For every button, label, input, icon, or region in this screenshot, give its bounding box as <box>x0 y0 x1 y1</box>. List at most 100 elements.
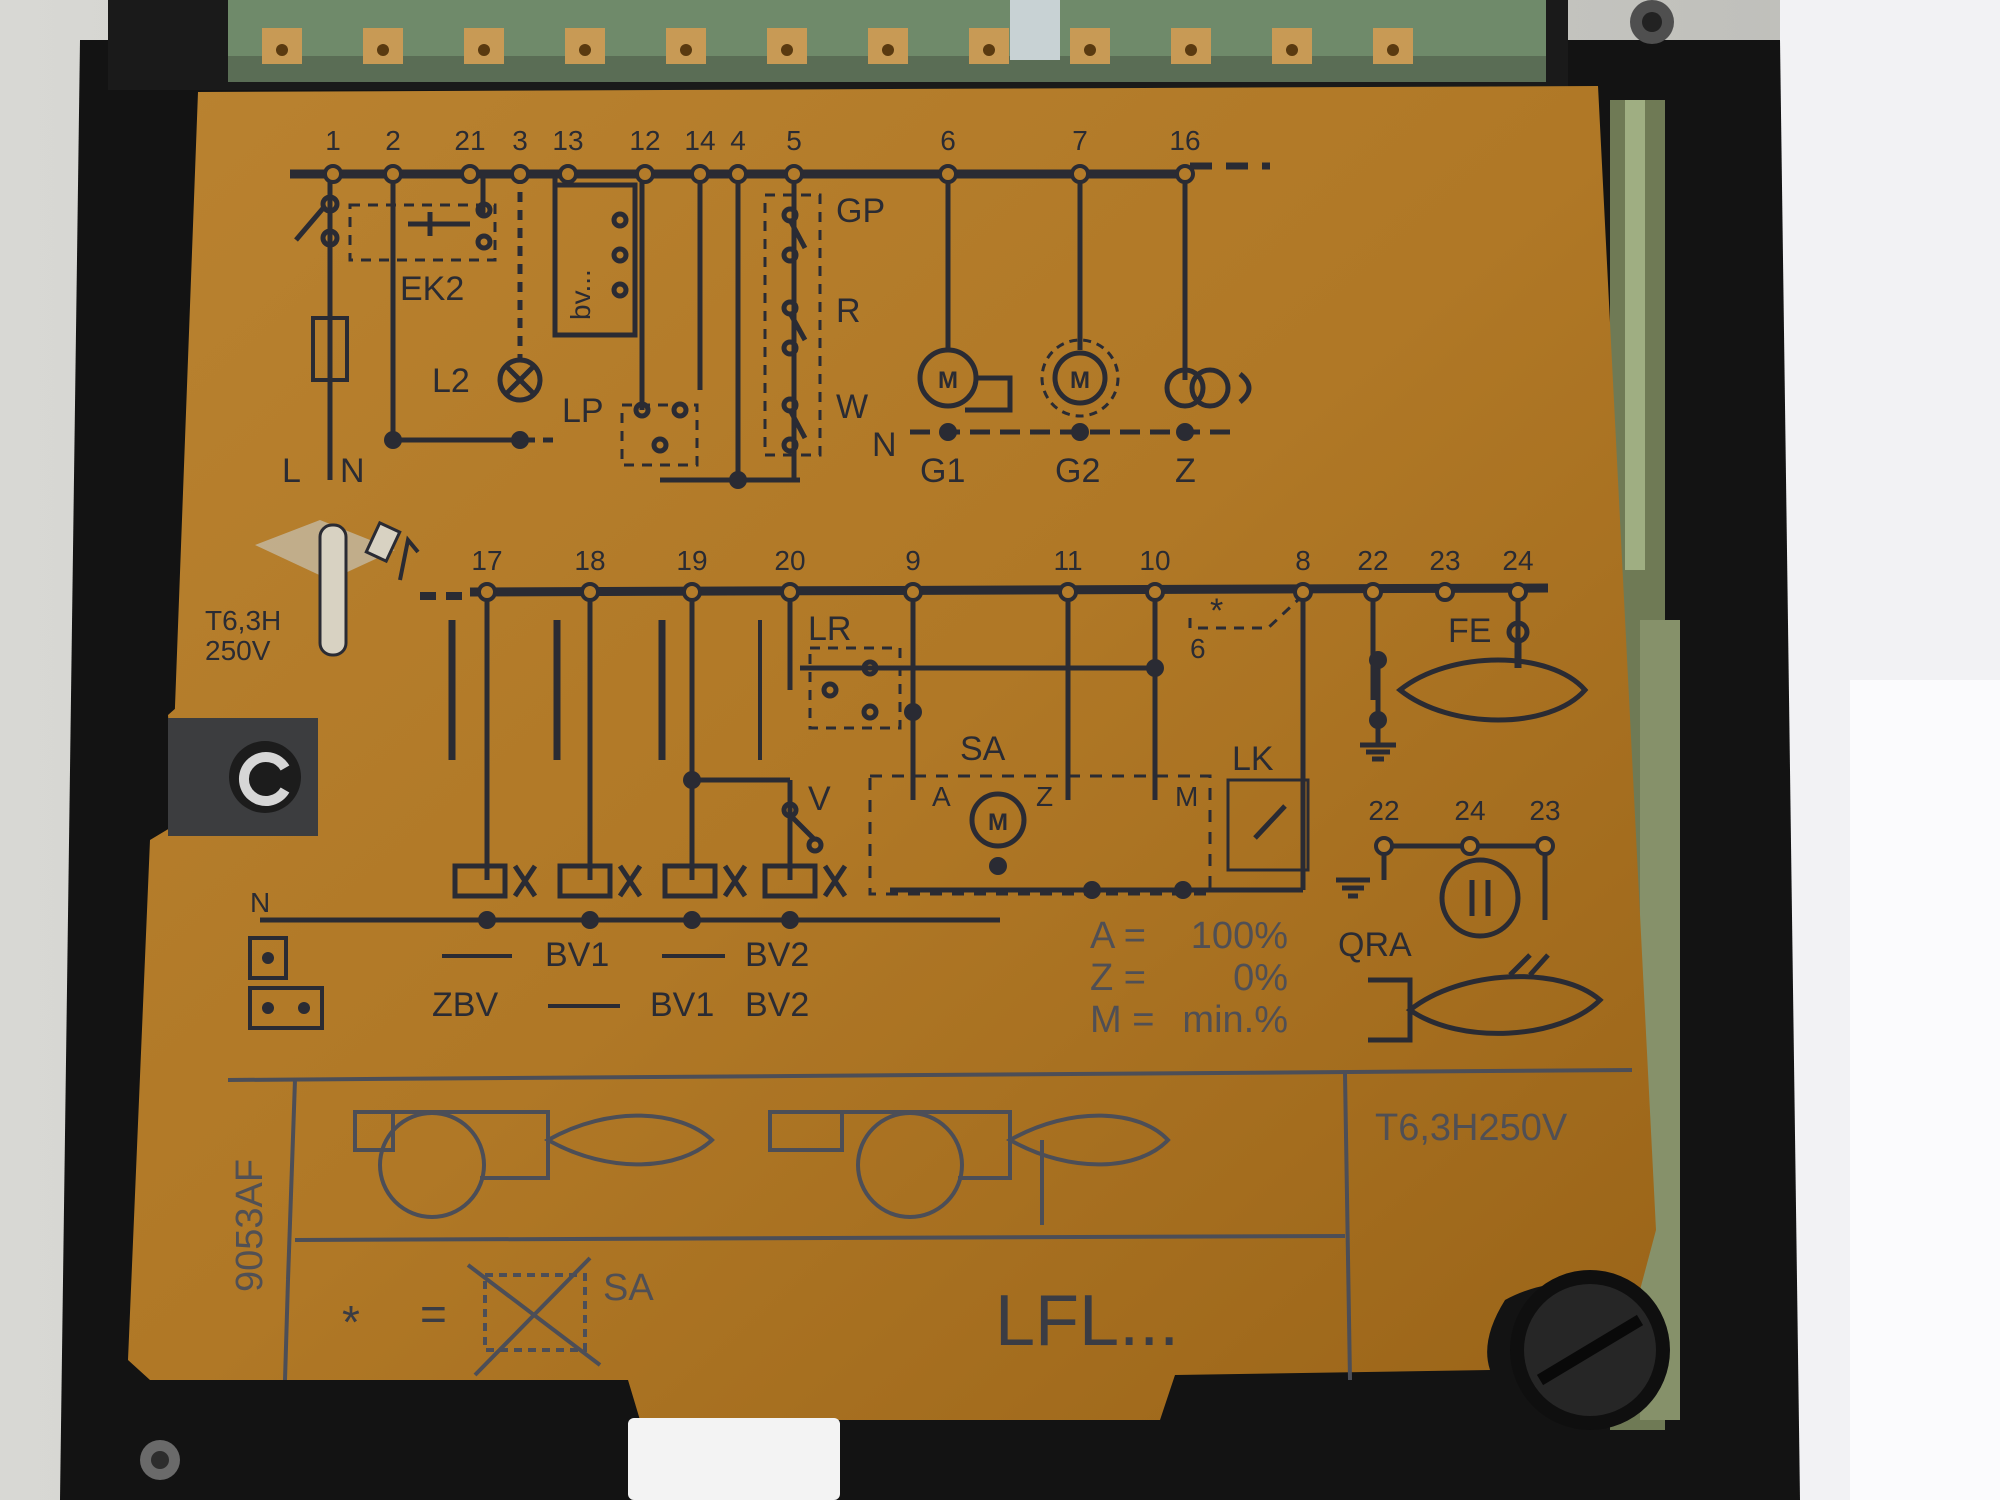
lower-terminal-dot <box>780 582 800 602</box>
upper-terminal-label: 4 <box>730 125 746 156</box>
lower-terminal-label: 11 <box>1053 545 1082 576</box>
lower-terminal-label: 8 <box>1295 545 1311 576</box>
upper-terminal-dot <box>690 164 710 184</box>
upper-terminal-dot <box>728 164 748 184</box>
upper-terminal-label: 13 <box>552 125 583 156</box>
lower-terminal-label: 24 <box>1502 545 1533 576</box>
crossed-sa-icon <box>466 1256 602 1377</box>
label-z: Z <box>1175 452 1196 490</box>
bottom-clip <box>628 1418 840 1500</box>
lower-terminal-dot <box>1293 582 1313 602</box>
label-lr: LR <box>808 610 851 648</box>
upper-terminal-dot <box>510 164 530 184</box>
upper-terminal-label: 12 <box>629 125 660 156</box>
jumper-dots <box>262 952 310 1014</box>
fuse-symbol <box>255 520 420 657</box>
label-bv: bv... <box>565 269 596 320</box>
motor-symbol-sa: M <box>988 809 1008 836</box>
upper-terminal-dot <box>938 164 958 184</box>
bottom-panel-lines <box>227 1068 1633 1381</box>
upper-terminal-dot <box>383 164 403 184</box>
pin-hole <box>478 44 490 56</box>
star-note-equals: = <box>420 1288 447 1340</box>
valve-legend-left: ZBV <box>432 986 498 1024</box>
valve-legend-b: BV2 <box>745 936 809 974</box>
lower-terminal-dot <box>1508 582 1528 602</box>
side-pcb-strip-lower <box>1640 620 1680 1420</box>
lower-terminal-label: 23 <box>1429 545 1460 576</box>
label-ek2: EK2 <box>400 270 464 308</box>
qra-terminal-dot <box>1460 836 1480 856</box>
terminal-strip <box>228 0 1546 82</box>
position-legend: A = 100% Z = 0% M = min.% <box>1090 915 1288 1041</box>
label-gp: GP <box>836 192 885 230</box>
upper-terminal-dot <box>558 164 578 184</box>
label-a: A <box>932 781 951 812</box>
upper-terminal-label: 3 <box>512 125 528 156</box>
qra-terminal-label: 22 <box>1368 795 1399 826</box>
printed-label-plate <box>128 86 1656 1420</box>
motor-symbol-g2: M <box>1070 367 1090 394</box>
position-key: M = <box>1090 999 1154 1041</box>
electrode-icon-right <box>768 1110 1171 1225</box>
position-value: 0% <box>1233 957 1288 999</box>
upper-terminal-dot <box>784 164 804 184</box>
label-l: L <box>282 452 301 490</box>
lower-terminal-dot <box>1058 582 1078 602</box>
lower-terminal-dot <box>682 582 702 602</box>
upper-terminal-dot <box>1070 164 1090 184</box>
jumper-symbols <box>248 936 324 1030</box>
terminal-pins <box>262 28 1413 64</box>
upper-terminal-label: 5 <box>786 125 802 156</box>
position-value: min.% <box>1182 999 1288 1041</box>
label-l2: L2 <box>432 362 470 400</box>
label-n-left: N <box>340 452 365 490</box>
valve-legend-b: BV2 <box>745 986 809 1024</box>
pin-hole <box>1084 44 1096 56</box>
star-note-ref: SA <box>603 1267 654 1309</box>
pin-hole <box>579 44 591 56</box>
label-sa: SA <box>960 730 1006 768</box>
lower-terminal-label: 20 <box>774 545 805 576</box>
star-note-symbol: * <box>342 1296 360 1348</box>
position-value: 100% <box>1191 915 1288 957</box>
corner-screw-top-right <box>1630 0 1674 44</box>
qra-terminal-label: 23 <box>1529 795 1560 826</box>
fixing-screw <box>1510 1270 1670 1430</box>
upper-terminal-label: 1 <box>325 125 341 156</box>
qra-terminal-dot <box>1374 836 1394 856</box>
upper-terminal-label: 21 <box>454 125 485 156</box>
model-code: 9053AF <box>229 1159 271 1292</box>
upper-terminal-dot <box>323 164 343 184</box>
lower-terminal-dot <box>1363 582 1383 602</box>
electrode-icon-left <box>353 1110 715 1219</box>
label-w: W <box>836 388 868 426</box>
pin-hole <box>1286 44 1298 56</box>
lower-terminal-label: 18 <box>574 545 605 576</box>
upper-terminal-label: 6 <box>940 125 956 156</box>
pin-hole <box>276 44 288 56</box>
lower-terminal-label: 10 <box>1139 545 1170 576</box>
fuse-rating-line1: T6,3H <box>205 605 281 636</box>
position-key: Z = <box>1090 957 1146 999</box>
product-name: LFL... <box>995 1281 1179 1361</box>
corner-screw-bottom-left <box>140 1440 180 1480</box>
label-z-sa: Z <box>1036 781 1053 812</box>
mounting-clip-left <box>168 718 318 836</box>
upper-terminal-label: 16 <box>1169 125 1200 156</box>
upper-circuit-dots <box>384 423 1194 489</box>
qra-terminal-dot <box>1535 836 1555 856</box>
label-n-mid: N <box>872 426 897 464</box>
side-pcb-strip <box>1625 100 1645 570</box>
position-key: A = <box>1090 915 1146 957</box>
valve-legend-a: BV1 <box>545 936 609 974</box>
label-m: M <box>1175 781 1198 812</box>
label-g2: G2 <box>1055 452 1100 490</box>
lower-terminal-dot <box>1435 582 1455 602</box>
label-qra: QRA <box>1338 926 1412 964</box>
label-v: V <box>808 780 831 818</box>
label-fe: FE <box>1448 612 1491 650</box>
